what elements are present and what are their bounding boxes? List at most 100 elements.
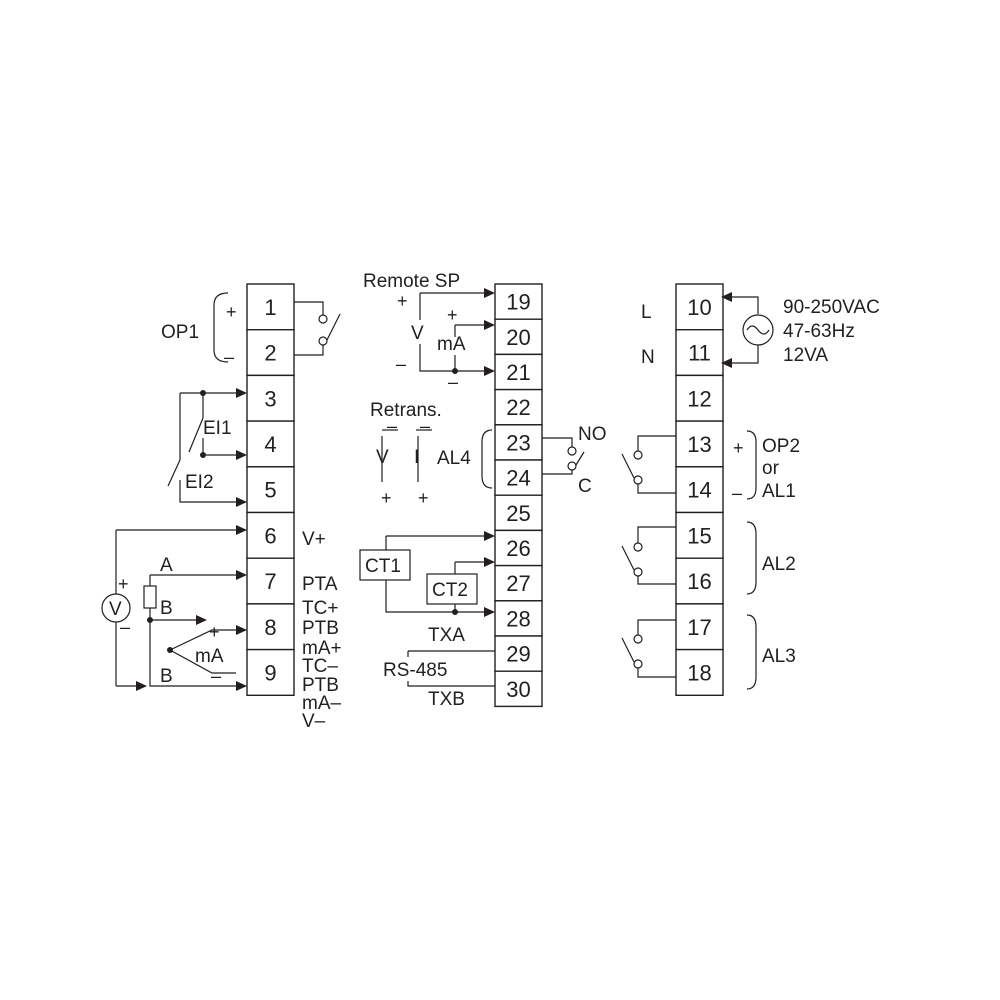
terminal-26-number: 26 (506, 536, 530, 561)
terminal-15-number: 15 (687, 523, 711, 548)
remote-sp-input: Remote SP + V + mA – – (363, 271, 495, 392)
ct2-box (426, 573, 478, 605)
terminal-19-number: 19 (506, 290, 530, 315)
al2-label: AL2 (762, 554, 796, 575)
terminal-16-box (675, 557, 724, 605)
terminal-24-number: 24 (506, 466, 530, 491)
current-transformers: CT1 CT2 (359, 531, 495, 617)
terminal-28-box (494, 600, 543, 637)
rsp-ma-plus-label: + (447, 305, 458, 325)
terminal-29-number: 29 (506, 642, 530, 667)
rsp-plus-label: + (397, 291, 408, 311)
op1-relay: OP1 + – (161, 292, 341, 367)
terminal-22-box (494, 388, 543, 426)
terminal-16-number: 16 (687, 569, 711, 594)
terminal-24-box (494, 459, 543, 496)
retrans-label: Retrans. (370, 400, 442, 421)
rsp-minus-label-1: – (396, 354, 406, 374)
retrans-i-label: I (414, 447, 419, 468)
tc-plus-label: TC+ (302, 598, 338, 619)
supply-voltage: 90-250VAC (783, 297, 880, 318)
terminal-2-box (246, 329, 295, 377)
al2-relay: AL2 (621, 521, 796, 595)
terminal-10-number: 10 (687, 295, 711, 320)
supply-frequency: 47-63Hz (783, 321, 855, 342)
op1-minus: – (224, 347, 234, 367)
terminal-6-box (246, 511, 295, 559)
no-label: NO (578, 424, 607, 445)
ct1-box (359, 549, 411, 581)
ma-source-plus: + (209, 622, 220, 642)
terminal-18-number: 18 (687, 660, 711, 685)
terminal-17-box (675, 603, 724, 651)
supply-power: 12VA (783, 345, 828, 366)
ptb-label-1: PTB (302, 618, 339, 639)
op2-plus: + (733, 438, 744, 458)
tc-minus-label: TC– (302, 656, 338, 677)
op1-plus: + (226, 302, 237, 322)
op1-label: OP1 (161, 322, 199, 343)
terminal-27-box (494, 564, 543, 602)
terminal-25-box (494, 494, 543, 532)
terminal-11-number: 11 (688, 341, 711, 366)
al3-relay: AL3 (621, 614, 796, 690)
rtd-b-label-2: B (160, 666, 173, 687)
terminal-9-box (246, 648, 295, 696)
line-label: L (641, 302, 652, 323)
c-label: C (578, 476, 592, 497)
terminal-4-number: 4 (264, 432, 276, 457)
rtd-b-label-1: B (160, 598, 173, 619)
terminal-23-box (494, 424, 543, 461)
al3-label: AL3 (762, 646, 796, 667)
v-minus-label: V– (302, 711, 326, 732)
v-source-symbol: V (109, 599, 122, 620)
v-source-plus: + (118, 574, 129, 594)
or-label: or (762, 458, 780, 479)
al4-label: AL4 (437, 448, 471, 469)
event-inputs: EI1 EI2 (167, 388, 247, 507)
rs485-label: RS-485 (383, 660, 447, 681)
terminal-5-number: 5 (264, 478, 276, 503)
op2-label: OP2 (762, 436, 800, 457)
al1-label: AL1 (762, 481, 796, 502)
ma-minus-label: mA– (302, 693, 342, 714)
terminal-8-number: 8 (264, 615, 276, 640)
ma-source-minus: – (211, 666, 221, 686)
v-plus-label: V+ (302, 529, 326, 550)
terminal-2-number: 2 (264, 341, 276, 366)
terminal-20-number: 20 (506, 325, 530, 350)
op2-relay: + – OP2 or AL1 (621, 430, 800, 503)
ma-source-label: mA (195, 646, 224, 667)
terminal-6-number: 6 (264, 523, 276, 548)
retrans-v-label: V (376, 447, 389, 468)
terminal-21-number: 21 (506, 360, 530, 385)
op2-minus: – (732, 483, 742, 503)
neutral-label: N (641, 347, 655, 368)
al4-relay: NO C (542, 424, 607, 497)
rsp-ma-label: mA (437, 334, 466, 355)
terminal-3-number: 3 (264, 386, 276, 411)
terminal-27-number: 27 (506, 571, 530, 596)
v-source-minus: – (120, 617, 130, 637)
terminal-11-box (675, 329, 724, 377)
terminal-22-number: 22 (506, 395, 530, 420)
terminal-28-number: 28 (506, 606, 530, 631)
ct1-label: CT1 (365, 556, 401, 577)
terminal-17-number: 17 (687, 615, 711, 640)
txa-label: TXA (428, 625, 465, 646)
ei2-label: EI2 (185, 472, 214, 493)
retrans-minus-1: – (387, 416, 397, 436)
terminal-20-box (494, 318, 543, 356)
ma-plus-label: mA+ (302, 638, 342, 659)
ei1-label: EI1 (203, 418, 232, 439)
ptb-label-2: PTB (302, 675, 339, 696)
pta-label: PTA (302, 574, 338, 595)
terminal-12-number: 12 (687, 386, 711, 411)
terminal-21-box (494, 353, 543, 391)
retrans-minus-2: – (420, 416, 430, 436)
remote-sp-label: Remote SP (363, 271, 460, 292)
terminal-18-box (675, 648, 724, 696)
